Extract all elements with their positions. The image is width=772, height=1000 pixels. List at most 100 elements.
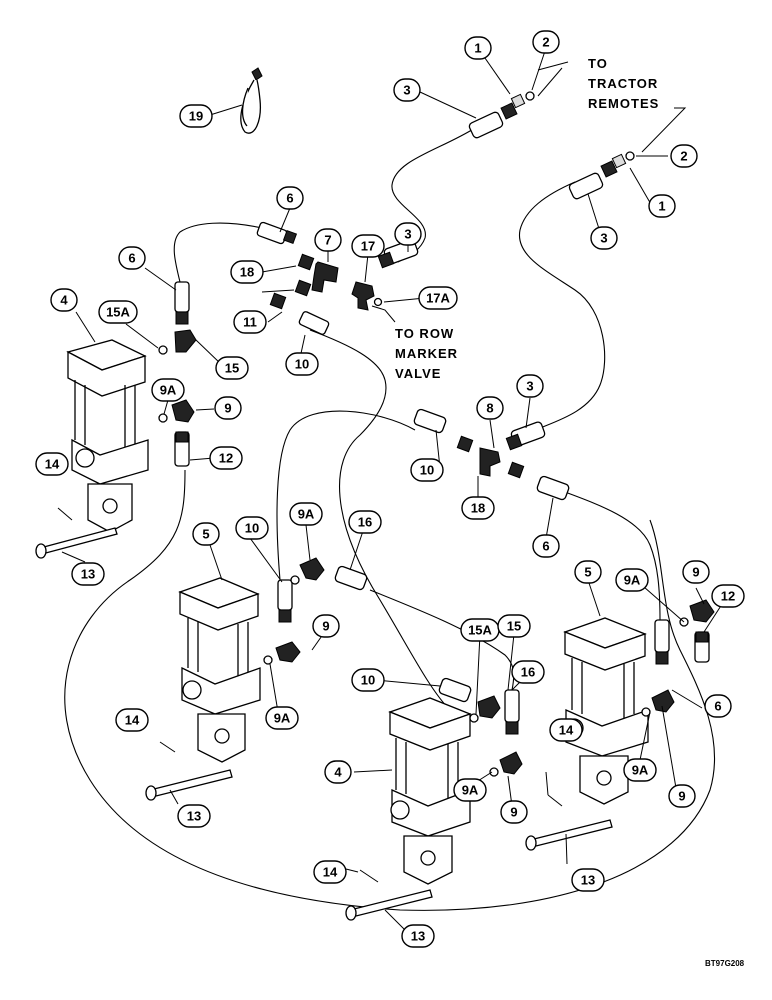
left-fittings [158, 281, 197, 467]
cylinder-bottom-center [345, 677, 523, 921]
callout-7: 7 [314, 228, 342, 252]
callout-label: 1 [474, 41, 481, 56]
callout-bubble [532, 30, 560, 54]
callout-label: 11 [243, 315, 257, 330]
callout-label: 3 [403, 83, 410, 98]
callout-9a: 9A [289, 502, 323, 526]
callout-label: 4 [60, 293, 68, 308]
callout-bubble [115, 708, 149, 732]
callout-label: 2 [542, 35, 549, 50]
pin-left [35, 507, 118, 559]
callout-bubble [704, 694, 732, 718]
callout-bubble [265, 706, 299, 730]
callout-14: 14 [549, 718, 583, 742]
callout-bubble [500, 800, 528, 824]
callout-label: 2 [680, 149, 687, 164]
hose-to-left-cylinder [173, 222, 263, 283]
callout-label: 7 [324, 233, 331, 248]
callout-bubble [348, 510, 382, 534]
callout-label: 3 [404, 227, 411, 242]
note-row-line1: TO ROW [395, 326, 454, 341]
callout-4: 4 [50, 288, 78, 312]
callout-bubble [285, 352, 319, 376]
callout-label: 16 [358, 515, 372, 530]
callout-9: 9 [682, 560, 710, 584]
callout-label: 1 [658, 199, 665, 214]
callout-bubble [235, 516, 269, 540]
callout-bubble [351, 234, 385, 258]
callout-3: 3 [393, 78, 421, 102]
callout-15a: 15A [460, 618, 500, 642]
callout-5: 5 [192, 522, 220, 546]
callout-bubble [464, 36, 492, 60]
callout-bubble [209, 446, 243, 470]
callout-label: 13 [411, 929, 425, 944]
callout-9: 9 [312, 614, 340, 638]
callout-bubble [571, 868, 605, 892]
hydraulic-hoses [64, 127, 716, 911]
callout-bubble [532, 534, 560, 558]
callout-label: 9A [274, 711, 291, 726]
hose-center-down [276, 410, 416, 581]
callout-label: 10 [295, 357, 309, 372]
callout-bubble [574, 560, 602, 584]
callout-label: 3 [600, 231, 607, 246]
callout-label: 14 [45, 457, 60, 472]
callout-4: 4 [324, 760, 352, 784]
coupler-group-right [568, 151, 635, 200]
note-row-line2: MARKER [395, 346, 458, 361]
callout-bubble [476, 396, 504, 420]
strap-part [240, 67, 263, 134]
callout-8: 8 [476, 396, 504, 420]
callout-2: 2 [670, 144, 698, 168]
hose-left-loop [309, 329, 451, 711]
callout-label: 9 [224, 401, 231, 416]
callout-15a: 15A [98, 300, 138, 324]
callout-bubble [410, 458, 444, 482]
callout-label: 14 [125, 713, 140, 728]
callout-label: 9A [624, 573, 641, 588]
callout-bubble [351, 668, 385, 692]
callout-1: 1 [464, 36, 492, 60]
callout-9a: 9A [151, 378, 185, 402]
callout-label: 15A [468, 623, 492, 638]
callout-bubble [151, 378, 185, 402]
callout-bubble [682, 560, 710, 584]
callout-12: 12 [711, 584, 745, 608]
hose-right-branch [564, 491, 661, 621]
callout-label: 9A [298, 507, 315, 522]
callout-bubble [516, 374, 544, 398]
callout-label: 8 [486, 401, 493, 416]
callout-2: 2 [532, 30, 560, 54]
callout-9a: 9A [265, 706, 299, 730]
callout-label: 13 [187, 809, 201, 824]
callout-13: 13 [177, 804, 211, 828]
callout-label: 9A [632, 763, 649, 778]
callout-bubble [177, 804, 211, 828]
note-tractor-remotes: TO TRACTOR REMOTES [588, 56, 658, 111]
callout-label: 5 [202, 527, 209, 542]
callout-label: 9 [322, 619, 329, 634]
callout-bubble [711, 584, 745, 608]
callout-label: 16 [521, 665, 535, 680]
callout-label: 6 [286, 191, 293, 206]
note-row-line3: VALVE [395, 366, 441, 381]
callout-bubble [668, 784, 696, 808]
callout-bubble [324, 760, 352, 784]
callout-label: 13 [81, 567, 95, 582]
callout-14: 14 [115, 708, 149, 732]
callout-bubble [50, 288, 78, 312]
callout-bubble [98, 300, 138, 324]
callout-13: 13 [401, 924, 435, 948]
callout-bubble [71, 562, 105, 586]
callout-18: 18 [461, 496, 495, 520]
callout-6: 6 [276, 186, 304, 210]
callout-label: 6 [128, 251, 135, 266]
callout-11: 11 [233, 310, 267, 334]
callout-bubble [670, 144, 698, 168]
callout-9: 9 [668, 784, 696, 808]
callout-16: 16 [511, 660, 545, 684]
callout-3: 3 [590, 226, 618, 250]
callout-bubble [118, 246, 146, 270]
